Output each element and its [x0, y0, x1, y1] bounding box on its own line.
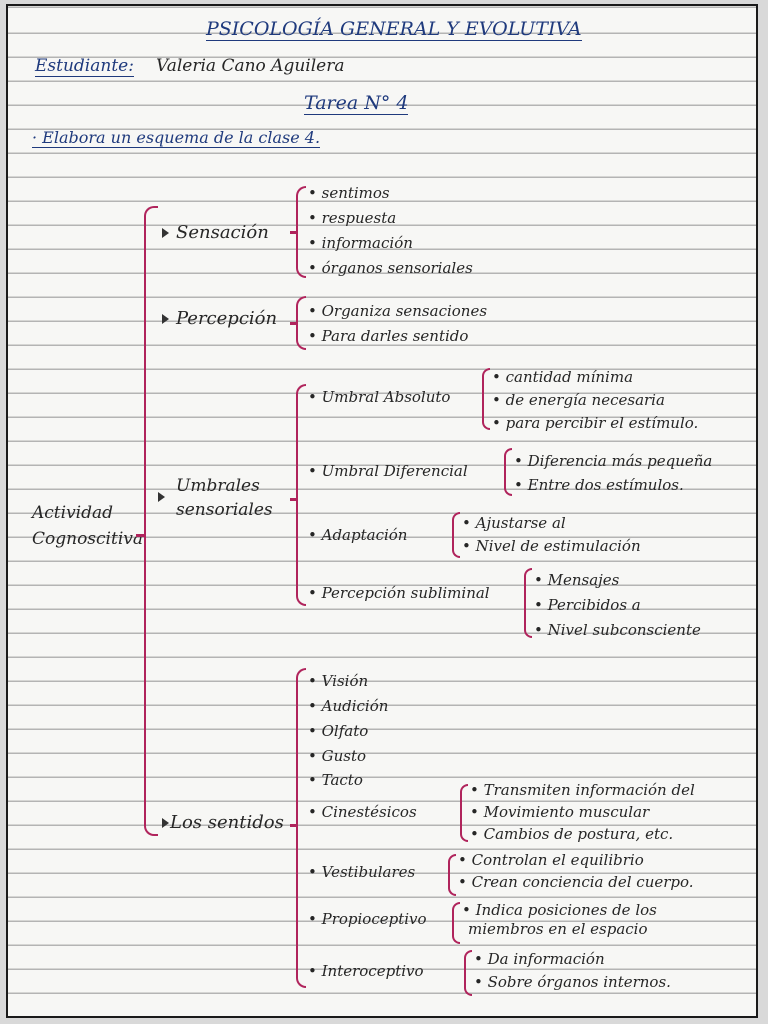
diferencial-item: • Entre dos estímulos. — [514, 476, 684, 494]
root-word: Cognoscitiva — [32, 529, 143, 549]
cinestesicos-item: • Movimiento muscular — [470, 803, 650, 821]
sentidos-brace-tip — [290, 824, 296, 827]
diferencial-item: • Diferencia más pequeña — [514, 452, 713, 470]
sensacion-item: • órganos sensoriales — [308, 259, 473, 277]
cinestesicos-item: • Cambios de postura, etc. — [470, 825, 674, 843]
umbrales-label-1: Umbrales — [176, 476, 260, 496]
propioceptivo-item: • Indica posiciones de los — [462, 901, 657, 919]
sentido-item: • Visión — [308, 672, 369, 690]
interoceptivo-brace — [464, 950, 472, 996]
student-label: Estudiante: — [35, 56, 134, 77]
vestibulares-item: • Controlan el equilibrio — [458, 851, 644, 869]
page-title: PSICOLOGÍA GENERAL Y EVOLUTIVA — [206, 18, 582, 41]
instruction: · Elabora un esquema de la clase 4. — [32, 128, 321, 148]
arrow-icon — [162, 314, 169, 324]
percepcion-label: Percepción — [176, 308, 278, 329]
sensacion-item: • información — [308, 234, 413, 252]
sentidos-brace — [296, 668, 306, 988]
root-word: Actividad — [32, 503, 114, 523]
diferencial-brace — [504, 448, 512, 496]
sentido-item: • Tacto — [308, 771, 363, 789]
adaptacion-item: • Ajustarse al — [462, 514, 566, 532]
cinestesicos-item: • Transmiten información del — [470, 781, 695, 799]
percepcion-brace-tip — [290, 322, 296, 325]
propioceptivo-brace — [452, 902, 460, 944]
vestibulares-item: • Crean conciencia del cuerpo. — [458, 873, 694, 891]
absoluto-brace — [482, 368, 490, 430]
sensacion-brace — [296, 186, 306, 278]
cinestesicos-label: • Cinestésicos — [308, 803, 417, 821]
subliminal-item: • Mensajes — [534, 571, 620, 589]
interoceptivo-label: • Interoceptivo — [308, 962, 424, 980]
absoluto-item: • cantidad mínima — [492, 368, 634, 386]
subliminal-label: • Percepción subliminal — [308, 584, 490, 602]
sentidos-label: Los sentidos — [170, 812, 284, 833]
cinestesicos-brace — [460, 784, 468, 842]
vestibulares-label: • Vestibulares — [308, 863, 416, 881]
sensacion-item: • sentimos — [308, 184, 390, 202]
sensacion-label: Sensación — [176, 222, 269, 243]
sentido-item: • Audición — [308, 697, 389, 715]
sentido-item: • Olfato — [308, 722, 369, 740]
adaptacion-brace — [452, 512, 460, 558]
propioceptivo-item: miembros en el espacio — [468, 920, 648, 938]
notebook-page: PSICOLOGÍA GENERAL Y EVOLUTIVA Estudiant… — [6, 4, 758, 1018]
subliminal-brace — [524, 568, 532, 638]
adaptacion-label: • Adaptación — [308, 526, 408, 544]
task-title: Tarea N° 4 — [304, 92, 409, 115]
subliminal-item: • Nivel subconsciente — [534, 621, 701, 639]
student-name: Valeria Cano Aguilera — [156, 56, 345, 76]
propioceptivo-label: • Propioceptivo — [308, 910, 427, 928]
main-brace-tip — [136, 534, 146, 537]
arrow-icon — [158, 492, 165, 502]
percepcion-item: • Para darles sentido — [308, 327, 469, 345]
sentido-item: • Gusto — [308, 747, 367, 765]
percepcion-item: • Organiza sensaciones — [308, 302, 488, 320]
absoluto-item: • de energía necesaria — [492, 391, 665, 409]
absoluto-item: • para percibir el estímulo. — [492, 414, 699, 432]
umbrales-brace-tip — [290, 498, 296, 501]
percepcion-brace — [296, 296, 306, 350]
subliminal-item: • Percibidos a — [534, 596, 641, 614]
arrow-icon — [162, 228, 169, 238]
arrow-icon — [162, 818, 169, 828]
interoceptivo-item: • Da información — [474, 950, 605, 968]
umbral-absoluto-label: • Umbral Absoluto — [308, 388, 451, 406]
umbrales-label-2: sensoriales — [176, 500, 273, 520]
adaptacion-item: • Nivel de estimulación — [462, 537, 641, 555]
vestibulares-brace — [448, 854, 456, 896]
umbral-diferencial-label: • Umbral Diferencial — [308, 462, 468, 480]
sensacion-item: • respuesta — [308, 209, 397, 227]
umbrales-brace — [296, 384, 306, 606]
sensacion-brace-tip — [290, 231, 296, 234]
main-brace — [144, 206, 158, 836]
interoceptivo-item: • Sobre órganos internos. — [474, 973, 671, 991]
